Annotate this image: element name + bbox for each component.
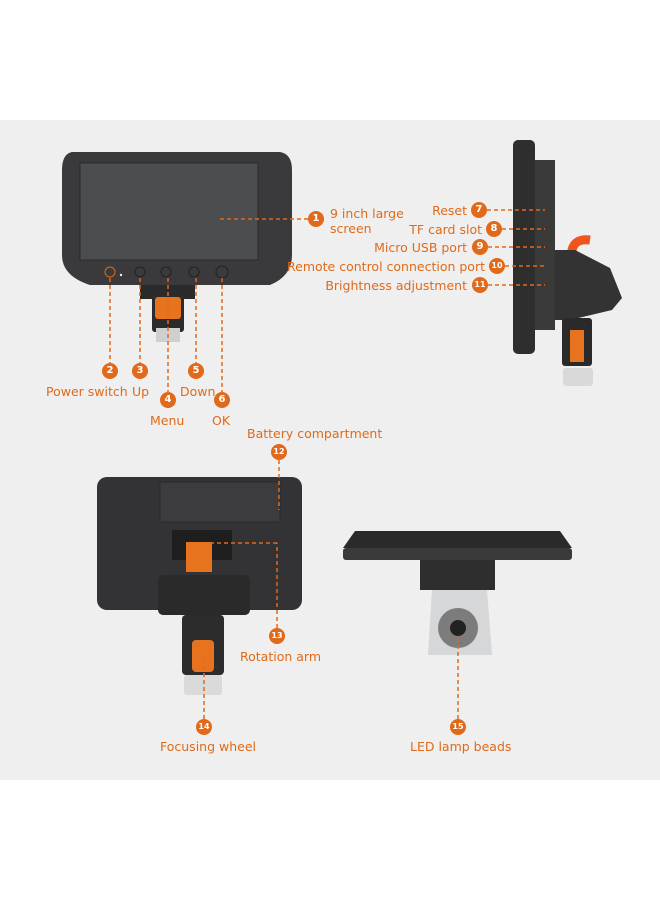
callout-label-brightness: Brightness adjustment <box>325 278 467 293</box>
callout-number-1: 1 <box>308 211 324 227</box>
callout-number-14: 14 <box>196 719 212 735</box>
callout-number-8: 8 <box>486 221 502 237</box>
callout-label-remote-port: Remote control connection port <box>287 259 485 274</box>
callout-label-focusing-wheel: Focusing wheel <box>160 739 257 754</box>
callout-number-13: 13 <box>269 628 285 644</box>
callout-label-tf-card: TF card slot <box>409 222 482 237</box>
callout-number-7: 7 <box>471 202 487 218</box>
callout-label-down: Down <box>180 384 216 399</box>
callout-label-menu: Menu <box>150 413 185 428</box>
callout-number-3: 3 <box>132 363 148 379</box>
callout-number-6: 6 <box>214 392 230 408</box>
callout-number-11: 11 <box>472 277 488 293</box>
callout-number-5: 5 <box>188 363 204 379</box>
top-view-microscope <box>343 531 572 655</box>
callout-number-15: 15 <box>450 719 466 735</box>
leader-lines <box>109 209 545 719</box>
callout-label-up: Up <box>132 384 150 399</box>
callout-label-battery: Battery compartment <box>247 426 383 441</box>
callout-number-10: 10 <box>489 258 505 274</box>
callout-number-2: 2 <box>102 363 118 379</box>
callout-number-9: 9 <box>472 239 488 255</box>
callout-number-12: 12 <box>271 444 287 460</box>
front-view-microscope <box>62 152 292 342</box>
callout-number-4: 4 <box>160 392 176 408</box>
callout-label-power-switch: Power switch <box>46 384 128 399</box>
callout-label-led-beads: LED lamp beads <box>410 739 512 754</box>
callout-label-rotation-arm: Rotation arm <box>240 649 322 664</box>
callout-label-screen: 9 inch large <box>330 206 404 221</box>
side-view-microscope <box>513 140 622 386</box>
callout-label-ok: OK <box>212 413 231 428</box>
callout-label-screen-2: screen <box>330 221 372 236</box>
callout-label-micro-usb: Micro USB port <box>374 240 467 255</box>
back-view-microscope <box>97 477 302 695</box>
callout-label-reset: Reset <box>432 203 467 218</box>
